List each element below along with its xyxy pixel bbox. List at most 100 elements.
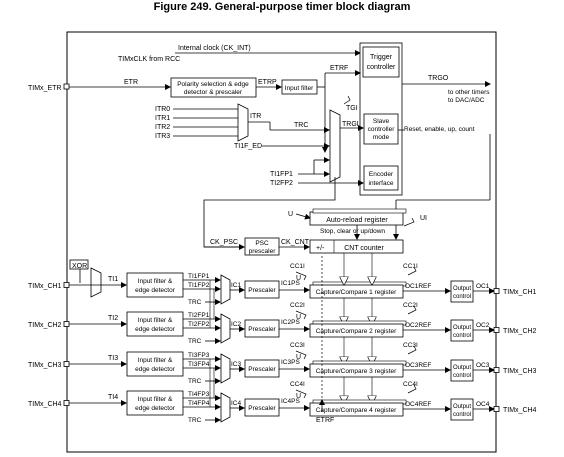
icps-label-3: IC3PS — [281, 359, 300, 366]
cci-flag-1 — [295, 271, 307, 281]
etrf-bottom-label: ETRF — [316, 417, 334, 424]
capture-register-2 — [309, 323, 404, 338]
prescaler-label-1: Prescaler — [248, 287, 276, 294]
autoreload-label: Auto-reload register — [326, 217, 388, 224]
plus-minus-label: +/- — [316, 245, 325, 252]
cci-flag-4 — [295, 389, 307, 399]
control-label-3: control — [453, 373, 471, 379]
oc-label-3: OC3 — [476, 362, 490, 369]
input-filter-box-1 — [126, 272, 184, 298]
ck-psc-label: CK_PSC — [210, 239, 238, 246]
input-pin-4 — [63, 400, 70, 406]
output-control-box-1 — [450, 280, 474, 303]
fp-b-label-2: TI2FP2 — [188, 321, 210, 328]
output-pin-2 — [493, 327, 500, 333]
trigger-controller-label: Trigger — [370, 54, 393, 61]
output-label-4: Output — [453, 404, 471, 410]
polarity-label-1: Polarity selection & edge — [177, 81, 249, 88]
slave-controller-box — [363, 113, 399, 145]
input-filter-label-2: Input filter & — [138, 317, 173, 324]
ui-label: UI — [420, 215, 427, 222]
input-pin-label-1: TIMx_CH1 — [28, 283, 62, 290]
control-label-1: control — [453, 294, 471, 300]
output-pin-4 — [493, 406, 500, 412]
input-pin-1 — [63, 282, 70, 288]
stop-clear-label: Stop, clear or up/down — [320, 228, 385, 235]
fp-b-label-3: TI3FP4 — [188, 361, 210, 368]
trigger-controller-box — [362, 46, 400, 78]
ocref-label-1: OC1REF — [405, 283, 431, 290]
edge-detector-label-3: edge detector — [135, 366, 176, 373]
trc-top-label: TRC — [294, 122, 308, 129]
output-label-3: Output — [453, 365, 471, 371]
figure-title: Figure 249. General-purpose timer block … — [153, 1, 411, 13]
prescaler-label-4: Prescaler — [248, 405, 276, 412]
ck-cnt-label: CK_CNT — [281, 239, 310, 246]
ocref-label-3: OC3REF — [405, 362, 431, 369]
itr-label: ITR — [250, 113, 261, 120]
ti-label-4: TI4 — [108, 394, 118, 401]
trigger-controller-label-2: controller — [367, 64, 396, 71]
xor-label: XOR — [72, 263, 87, 270]
itr0-label: ITR0 — [155, 106, 170, 113]
trgi-label: TRGI — [342, 121, 359, 128]
slave-label-1: Slave — [373, 118, 390, 125]
edge-detector-label-2: edge detector — [135, 326, 176, 333]
cci-label-4: CC4I — [290, 381, 305, 388]
ti2fp2-top-label: TI2FP2 — [270, 180, 293, 187]
input-pin-label-3: TIMx_CH3 — [28, 362, 62, 369]
ti-label-3: TI3 — [108, 355, 118, 362]
icps-label-1: IC1PS — [281, 280, 300, 287]
ti-label-1: TI1 — [108, 276, 118, 283]
prescaler-box-4 — [244, 398, 280, 417]
trc-label-2: TRC — [188, 338, 202, 345]
internal-clock-label: Internal clock (CK_INT) — [178, 45, 251, 52]
capture-label-4: Capture/Compare 4 register — [316, 407, 397, 414]
encoder-label-1: Encoder — [369, 171, 394, 178]
reset-enable-label: Reset, enable, up, count — [404, 126, 475, 133]
fp-a-label-1: TI1FP1 — [188, 273, 210, 280]
edge-detector-label-1: edge detector — [135, 287, 176, 294]
prescaler-label-2: Prescaler — [248, 326, 276, 333]
oc-label-2: OC2 — [476, 322, 490, 329]
prescaler-label-3: Prescaler — [248, 366, 276, 373]
input-pin-2 — [63, 321, 70, 327]
input-filter-etr-label: Input filter — [285, 85, 314, 92]
ocref-label-2: OC2REF — [405, 322, 431, 329]
polarity-selection-box — [170, 77, 257, 98]
edge-detector-label-4: edge detector — [135, 405, 176, 412]
u-label-2: U — [296, 314, 301, 321]
output-pin-1 — [493, 288, 500, 294]
fp-a-label-2: TI2FP1 — [188, 312, 210, 319]
other-timers-label: to other timers — [448, 89, 490, 96]
u-label-top: U — [288, 211, 293, 218]
output-label-1: Output — [453, 286, 471, 292]
itr-mux — [237, 103, 249, 142]
cci-label-2: CC2I — [290, 302, 305, 309]
ic-mux-3 — [220, 353, 231, 384]
trc-label-4: TRC — [188, 417, 202, 424]
timxclk-label: TIMxCLK from RCC — [118, 56, 180, 63]
trc-label-3: TRC — [188, 378, 202, 385]
output-pin-label-2: TIMx_CH2 — [503, 328, 537, 335]
oc-label-1: OC1 — [476, 283, 490, 290]
encoder-interface-box — [363, 165, 399, 191]
output-pin-label-3: TIMx_CH3 — [503, 368, 537, 375]
fp-b-label-1: TI1FP2 — [188, 282, 210, 289]
psc-prescaler-box — [244, 237, 280, 256]
dac-adc-label: to DAC/ADC — [448, 97, 485, 104]
cci-flag-2 — [295, 310, 307, 320]
control-label-4: control — [453, 412, 471, 418]
input-filter-box-2 — [126, 311, 184, 337]
capture-label-1: Capture/Compare 1 register — [316, 289, 397, 296]
fp-b-label-4: TI4FP4 — [188, 400, 210, 407]
capture-register-4 — [309, 402, 404, 417]
trc-label-1: TRC — [188, 299, 202, 306]
ic-label-1: IC1 — [231, 282, 242, 289]
input-filter-label-3: Input filter & — [138, 357, 173, 364]
cci-out-flag-1 — [407, 266, 417, 276]
prescaler-box-2 — [244, 319, 280, 338]
capture-label-2: Capture/Compare 2 register — [316, 328, 397, 335]
itr1-label: ITR1 — [155, 115, 170, 122]
